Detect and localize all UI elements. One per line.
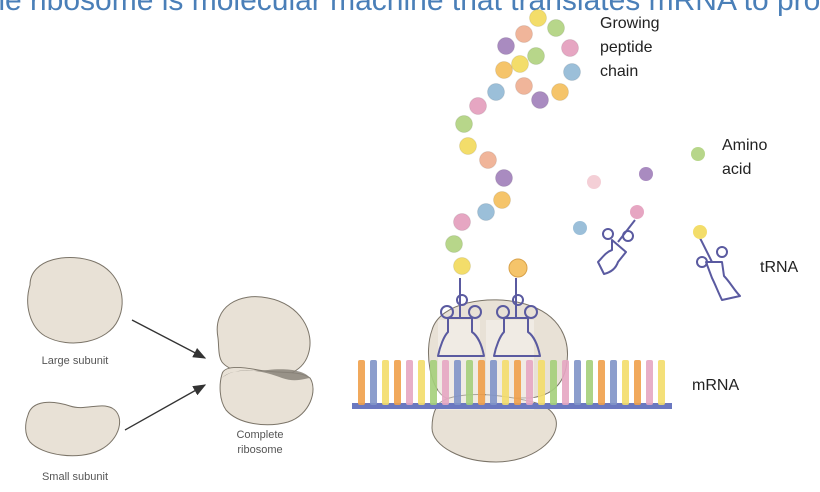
peptide-amino-acid (497, 37, 515, 55)
mrna-base (538, 360, 545, 405)
peptide-amino-acid (551, 83, 569, 101)
peptide-amino-acid (563, 63, 581, 81)
mrna-base (406, 360, 413, 405)
mrna-base (634, 360, 641, 405)
mrna-base (394, 360, 401, 405)
mrna-base (442, 360, 449, 405)
mrna-base (358, 360, 365, 405)
mrna-base (646, 360, 653, 405)
mrna-backbone (352, 403, 672, 409)
free-amino-acid (573, 221, 587, 235)
peptide-amino-acid (459, 137, 477, 155)
peptide-chain (445, 9, 581, 275)
mrna-base (490, 360, 497, 405)
arrow-large-to-complete (131, 319, 207, 359)
peptide-amino-acid (495, 61, 513, 79)
amino-acid-on-a-site-trna (508, 258, 528, 278)
free-trna-2 (696, 237, 741, 301)
growing-chain-label-line3: chain (600, 63, 639, 80)
trna-label: tRNA (760, 259, 799, 276)
peptide-amino-acid (561, 39, 579, 57)
small-subunit-shape (25, 401, 121, 457)
arrow-small-to-complete (124, 384, 207, 431)
large-subunit-label: Large subunit (41, 355, 109, 367)
mrna-base (478, 360, 485, 405)
mrna-label: mRNA (692, 377, 740, 394)
complete-ribosome-label-line1: Complete (236, 429, 284, 441)
peptide-amino-acid (529, 9, 547, 27)
free-amino-acid-on-trna-1 (630, 205, 644, 219)
small-subunit-label: Small subunit (41, 471, 109, 483)
complete-small-subunit (219, 366, 314, 426)
trna-a-site (493, 278, 541, 357)
amino-acid-label-line1: Amino (722, 137, 768, 154)
growing-chain-label-line2: peptide (600, 39, 653, 56)
mrna-base (586, 360, 593, 405)
peptide-amino-acid (495, 169, 513, 187)
mrna-base (658, 360, 665, 405)
mrna-base (418, 360, 425, 405)
mrna-base (562, 360, 569, 405)
peptide-amino-acid (511, 55, 529, 73)
mrna-base (430, 360, 437, 405)
free-trna-1 (597, 219, 636, 275)
mrna-base (550, 360, 557, 405)
peptide-amino-acid (515, 77, 533, 95)
peptide-amino-acid (547, 19, 565, 37)
mrna-base (610, 360, 617, 405)
peptide-amino-acid (453, 213, 471, 231)
mrna-base (466, 360, 473, 405)
mrna-base (454, 360, 461, 405)
peptide-amino-acid (487, 83, 505, 101)
free-amino-acid (587, 175, 601, 189)
peptide-amino-acid (479, 151, 497, 169)
mrna-base (574, 360, 581, 405)
mrna-base (526, 360, 533, 405)
free-amino-acid-on-trna-2 (693, 225, 707, 239)
subunit-overlap (222, 369, 310, 381)
peptide-amino-acid (445, 235, 463, 253)
large-subunit-shape (27, 256, 123, 344)
peptide-amino-acid (515, 25, 533, 43)
peptide-amino-acid (455, 115, 473, 133)
free-amino-acid (639, 167, 653, 181)
mrna-base (382, 360, 389, 405)
peptide-amino-acid (469, 97, 487, 115)
peptide-amino-acid (477, 203, 495, 221)
trna-p-site (437, 278, 485, 357)
mrna-base (370, 360, 377, 405)
complete-ribosome-label-line2: ribosome (237, 444, 283, 456)
mrna-base (598, 360, 605, 405)
mrna-base (502, 360, 509, 405)
amino-acid-label-line2: acid (722, 161, 752, 178)
slide-title: The ribosome is molecular machine that t… (0, 0, 820, 17)
complete-large-subunit (216, 296, 311, 379)
mrna-base (622, 360, 629, 405)
free-amino-acid (691, 147, 705, 161)
peptide-amino-acid (493, 191, 511, 209)
peptide-amino-acid (531, 91, 549, 109)
peptide-amino-acid (527, 47, 545, 65)
peptide-amino-acid (453, 257, 471, 275)
growing-chain-label-line1: Growing (600, 15, 660, 32)
mrna-base (514, 360, 521, 405)
mrna-codons (352, 360, 672, 409)
